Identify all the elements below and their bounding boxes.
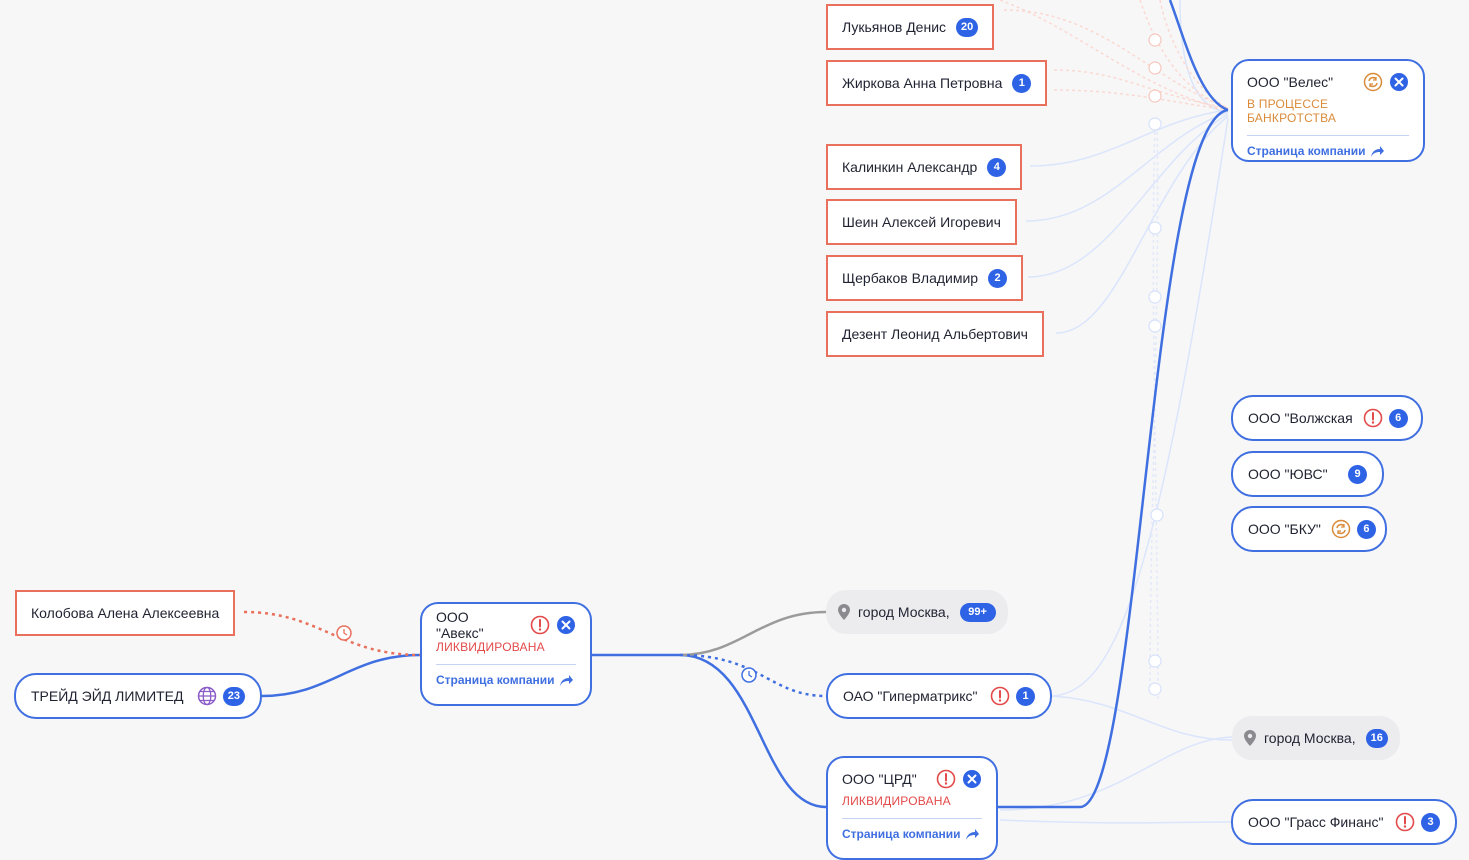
share-arrow-icon [965, 828, 980, 841]
person-name: Лукьянов Денис [842, 19, 947, 35]
count-badge: 4 [987, 157, 1007, 177]
person-node[interactable]: Жиркова Анна Петровна 1 [826, 60, 1048, 106]
company-card-crd[interactable]: ООО "ЦРД" ЛИКВИДИРОВАНА Страница компани… [826, 756, 998, 860]
company-page-link-label: Страница компании [842, 827, 961, 841]
map-pin-icon [838, 604, 850, 620]
share-arrow-icon [559, 674, 574, 687]
count-badge: 1 [1016, 686, 1035, 706]
count-badge: 99+ [959, 602, 996, 622]
company-card-veles[interactable]: ООО "Велес" В ПРОЦЕССЕ БАНКРОТСТВА Стран… [1231, 59, 1425, 162]
company-node-yuvs[interactable]: ООО "ЮВС" 9 [1231, 451, 1384, 497]
faint-clock-markers [1148, 33, 1164, 696]
count-badge: 6 [1388, 408, 1408, 428]
location-node[interactable]: город Москва, 16 [1232, 716, 1400, 760]
company-name: ООО "Волжская [1248, 410, 1353, 426]
company-page-link-label: Страница компании [1247, 144, 1366, 158]
company-node-trade[interactable]: ТРЕЙД ЭЙД ЛИМИТЕД 23 [14, 673, 262, 719]
count-badge: 1 [1012, 73, 1032, 93]
close-circle-icon[interactable] [1389, 72, 1409, 92]
exclamation-circle-icon [936, 769, 956, 789]
location-name: город Москва, [858, 604, 950, 620]
company-card-aveks[interactable]: ООО "Авекс" ЛИКВИДИРОВАНА Страница компа… [420, 602, 592, 706]
company-page-link[interactable]: Страница компании [1247, 144, 1409, 158]
location-link [679, 610, 827, 657]
company-name: ООО "Грасс Финанс" [1248, 814, 1384, 830]
main-links [261, 0, 1229, 809]
company-node-gipermatriks[interactable]: ОАО "Гиперматрикс" 1 [826, 673, 1052, 719]
person-name: Щербаков Владимир [842, 270, 979, 286]
location-name: город Москва, [1264, 730, 1356, 746]
count-badge: 2 [988, 268, 1008, 288]
status-label: ЛИКВИДИРОВАНА [842, 794, 951, 808]
company-name: ООО "БКУ" [1248, 521, 1321, 537]
company-name: ООО "ЦРД" [842, 771, 917, 787]
refresh-circle-icon [1331, 519, 1351, 539]
company-name: ООО "Велес" [1247, 74, 1334, 90]
map-pin-icon [1244, 730, 1256, 746]
company-node-volzhskaya[interactable]: ООО "Волжская 6 [1231, 395, 1423, 441]
status-label: ЛИКВИДИРОВАНА [436, 640, 545, 654]
person-node[interactable]: Дезент Леонид Альбертович [826, 311, 1044, 357]
company-node-grass[interactable]: ООО "Грасс Финанс" 3 [1231, 799, 1457, 845]
count-badge: 20 [956, 17, 979, 37]
status-label: В ПРОЦЕССЕ БАНКРОТСТВА [1247, 97, 1337, 125]
refresh-circle-icon [1363, 72, 1383, 92]
company-page-link[interactable]: Страница компании [842, 827, 982, 841]
divider [842, 818, 982, 819]
location-node[interactable]: город Москва, 99+ [826, 590, 1008, 634]
gipermatriks-link [679, 653, 827, 698]
person-node[interactable]: Колобова Алена Алексеевна [15, 590, 236, 636]
exclamation-circle-icon [1395, 812, 1415, 832]
exclamation-circle-icon [990, 686, 1010, 706]
company-page-link[interactable]: Страница компании [436, 673, 576, 687]
count-badge: 3 [1421, 812, 1440, 832]
person-node[interactable]: Лукьянов Денис 20 [826, 4, 995, 50]
company-node-bku[interactable]: ООО "БКУ" 6 [1231, 506, 1387, 552]
company-name: ОАО "Гиперматрикс" [843, 688, 978, 704]
kolobova-link [243, 610, 421, 657]
count-badge: 16 [1365, 728, 1388, 748]
clock-icon [741, 667, 757, 683]
count-badge: 23 [222, 686, 245, 706]
person-name: Дезент Леонид Альбертович [842, 326, 1028, 342]
person-name: Жиркова Анна Петровна [842, 75, 1003, 91]
company-name: ООО "Авекс" [436, 609, 484, 641]
person-node[interactable]: Щербаков Владимир 2 [826, 255, 1024, 301]
count-badge: 6 [1356, 519, 1376, 539]
exclamation-circle-icon [530, 615, 550, 635]
close-circle-icon[interactable] [962, 769, 982, 789]
person-name: Шеин Алексей Игоревич [842, 214, 1001, 230]
person-node[interactable]: Калинкин Александр 4 [826, 144, 1023, 190]
clock-icon [336, 625, 352, 641]
close-circle-icon[interactable] [556, 615, 576, 635]
person-name: Колобова Алена Алексеевна [31, 605, 220, 621]
faint-dotted-links [999, 0, 1229, 111]
count-badge: 9 [1348, 464, 1367, 484]
exclamation-circle-icon [1363, 408, 1383, 428]
company-name: ТРЕЙД ЭЙД ЛИМИТЕД [31, 688, 184, 704]
divider [1247, 135, 1409, 136]
company-page-link-label: Страница компании [436, 673, 555, 687]
divider [436, 664, 576, 665]
globe-icon [197, 686, 217, 706]
person-name: Калинкин Александр [842, 159, 978, 175]
person-node[interactable]: Шеин Алексей Игоревич [826, 199, 1017, 245]
share-arrow-icon [1370, 145, 1385, 158]
company-name: ООО "ЮВС" [1248, 466, 1328, 482]
